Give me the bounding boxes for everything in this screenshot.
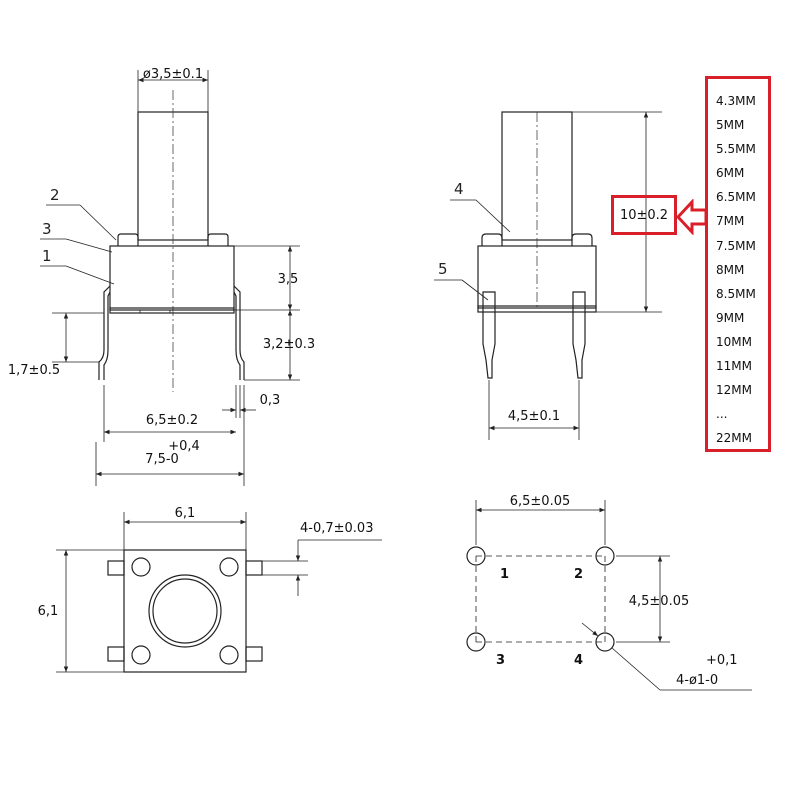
part-label-1: 1 <box>42 247 52 265</box>
pin-number-4: 4 <box>574 653 583 668</box>
pcb-pitch-y-dim: 4,5±0.05 <box>629 594 690 609</box>
pin-number-2: 2 <box>574 567 583 582</box>
top-height-dim: 6,1 <box>38 604 59 619</box>
pcb-hole-tolerance: +0,1 <box>706 653 738 668</box>
top-view: 6,1 6,1 4-0,7±0.03 <box>38 506 382 673</box>
height-option: 22MM <box>716 431 752 446</box>
height-options-panel: 4.3MM 5MM 5.5MM 6MM 6.5MM 7MM 7.5MM 8MM 8.5MM 9MM… <box>705 76 771 452</box>
total-height-callout: 10±0.2 <box>611 195 677 235</box>
lead-pitch-front-dim: 6,5±0.2 <box>146 413 198 428</box>
height-options-list: 4.3MM 5MM 5.5MM 6MM 6.5MM 7MM 7.5MM 8MM 8.5MM 9MM… <box>708 79 768 450</box>
top-width-dim: 6,1 <box>175 506 196 521</box>
button-diameter-dim: ø3,5±0.1 <box>143 67 203 82</box>
height-option: 9MM <box>716 310 745 325</box>
part-label-2: 2 <box>50 186 60 204</box>
tab-width-dim: 4-0,7±0.03 <box>300 521 373 536</box>
side-view: 4,5±0.1 4 5 <box>434 111 662 440</box>
front-view: ø3,5±0.1 3,5 3,2±0.3 1,7±0.5 0,3 6,5±0.2… <box>8 67 315 486</box>
lead-pitch-side-dim: 4,5±0.1 <box>508 409 560 424</box>
lead-height-dim: 3,2±0.3 <box>263 337 315 352</box>
overall-width-tolerance: +0,4 <box>168 439 200 454</box>
height-option: 6MM <box>716 166 745 181</box>
part-label-4: 4 <box>454 180 464 198</box>
height-option: 10MM <box>716 334 752 349</box>
height-option: 7MM <box>716 214 745 229</box>
height-option: 8.5MM <box>716 286 756 301</box>
height-option: 5.5MM <box>716 142 756 157</box>
pcb-pitch-x-dim: 6,5±0.05 <box>510 494 571 509</box>
height-option: 4.3MM <box>716 94 756 108</box>
lead-offset-dim: 1,7±0.5 <box>8 363 60 378</box>
height-option: 11MM <box>716 359 752 374</box>
height-option: 12MM <box>716 383 752 398</box>
body-height-dim: 3,5 <box>278 272 299 287</box>
height-option: 8MM <box>716 262 745 277</box>
part-label-5: 5 <box>438 260 448 278</box>
pin-number-3: 3 <box>496 653 505 668</box>
pin-number-1: 1 <box>500 567 509 582</box>
pcb-hole-dim: 4-ø1-0 <box>676 673 718 688</box>
height-option: 7.5MM <box>716 238 756 253</box>
height-option: 5MM <box>716 118 745 133</box>
lead-thickness-dim: 0,3 <box>260 393 281 408</box>
part-label-3: 3 <box>42 220 52 238</box>
callout-arrow-icon <box>676 199 708 235</box>
height-option: 6.5MM <box>716 190 756 205</box>
pcb-layout: 1 2 3 4 6,5±0.05 4,5±0.05 +0,1 4-ø1-0 <box>466 494 752 691</box>
height-option: ... <box>716 407 728 422</box>
overall-width-dim: 7,5-0 <box>145 452 179 467</box>
